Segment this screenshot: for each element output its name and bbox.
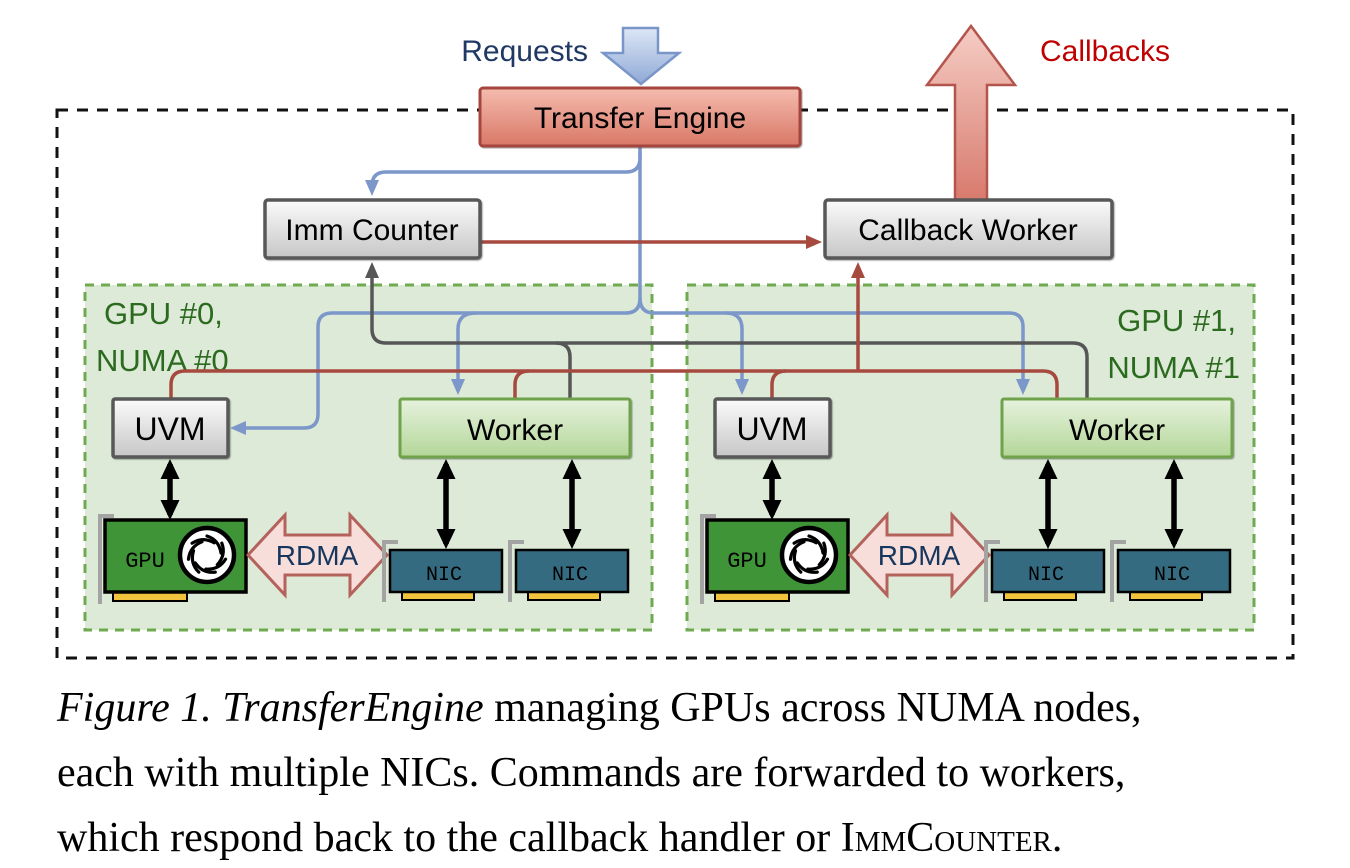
worker1-label: Worker	[1069, 414, 1165, 447]
nic0b-card	[514, 548, 630, 594]
transfer-engine-box	[478, 86, 802, 148]
figure-diagram: GPU #0, NUMA #0 GPU #1, NUMA #1 Requests…	[55, 23, 1295, 660]
requests-arrow-icon	[599, 26, 683, 86]
requests-label: Requests	[461, 35, 588, 68]
gpu0-pci-bracket-icon	[98, 514, 114, 604]
callback-worker-box	[823, 198, 1114, 260]
gpu0-label: GPU	[125, 549, 165, 574]
blue-link-te-to-uvm0	[230, 146, 642, 435]
nic0b-pci-bracket-icon	[508, 540, 524, 602]
caption-line-3-period: .	[1051, 815, 1063, 861]
numa0-panel-title-line1: GPU #0,	[104, 296, 223, 331]
nic0a-pci-bracket-icon	[382, 540, 398, 602]
rdma1-label: RDMA	[878, 540, 961, 571]
nic1a-pci-bracket-icon	[984, 540, 1000, 602]
figure-caption: Figure 1. TransferEngine managing GPUs a…	[57, 676, 1327, 868]
uvm0-box	[111, 397, 230, 459]
blue-link-te-to-uvm1	[725, 311, 749, 395]
worker1-box	[1000, 397, 1234, 459]
gpu1-fan-icon	[782, 528, 836, 582]
blue-command-links	[230, 146, 1030, 435]
transfer-engine-label: Transfer Engine	[534, 102, 746, 135]
red-callback-links	[169, 235, 1059, 399]
caption-line-3-text: which respond back to the callback handl…	[57, 815, 841, 861]
gray-imm-links	[365, 262, 1089, 399]
gpu0-fan-icon	[180, 528, 234, 582]
imm-counter-box	[263, 198, 482, 260]
callbacks-arrow-icon	[924, 23, 1018, 202]
caption-line-1: Figure 1. TransferEngine managing GPUs a…	[57, 676, 1327, 741]
nic1a-card	[990, 548, 1106, 594]
red-link-uvm1-stub	[770, 369, 787, 399]
callback-worker-label: Callback Worker	[858, 214, 1078, 247]
gray-link-worker1-to-imm-counter	[365, 262, 1089, 399]
dma-arrows	[160, 459, 1184, 549]
nic1b-card	[1116, 548, 1232, 594]
rdma0-label: RDMA	[276, 540, 359, 571]
uvm1-box	[713, 397, 832, 459]
blue-link-te-to-worker1	[638, 297, 1030, 395]
red-link-worker0-stub	[513, 369, 530, 399]
rdma0-arrow-icon	[245, 511, 390, 599]
blue-link-te-to-worker0	[451, 311, 477, 395]
caption-line-3: which respond back to the callback handl…	[57, 806, 1327, 868]
gray-link-worker0-stub	[555, 341, 572, 399]
caption-line-1-text: managing GPUs across NUMA nodes,	[483, 685, 1142, 731]
nic0b-label: NIC	[552, 564, 588, 587]
uvm1-label: UVM	[736, 411, 807, 447]
nic1b-pci-bracket-icon	[1110, 540, 1126, 602]
nic0a-label: NIC	[426, 564, 462, 587]
uvm0-label: UVM	[134, 411, 205, 447]
imm-counter-label: Imm Counter	[285, 214, 458, 247]
machine-boundary-box	[55, 108, 1295, 660]
red-link-bus	[169, 369, 1059, 399]
callbacks-label: Callbacks	[1040, 35, 1170, 68]
worker0-label: Worker	[467, 414, 563, 447]
nic1a-label: NIC	[1028, 564, 1064, 587]
caption-figure-number: Figure 1. TransferEngine	[57, 685, 484, 731]
worker0-box	[398, 397, 632, 459]
rdma1-arrow-icon	[847, 511, 992, 599]
gpu1-pci-bracket-icon	[700, 514, 716, 604]
caption-line-2: each with multiple NICs. Commands are fo…	[57, 750, 1126, 796]
nic1b-label: NIC	[1154, 564, 1190, 587]
nic0a-card	[388, 548, 504, 594]
caption-immcounter-term: ImmCounter	[840, 815, 1052, 861]
numa1-panel-title-line1: GPU #1,	[1117, 303, 1236, 338]
numa1-panel-title-line2: NUMA #1	[1107, 350, 1240, 385]
gpu1-label: GPU	[727, 549, 767, 574]
blue-link-te-to-imm-counter	[365, 152, 642, 196]
